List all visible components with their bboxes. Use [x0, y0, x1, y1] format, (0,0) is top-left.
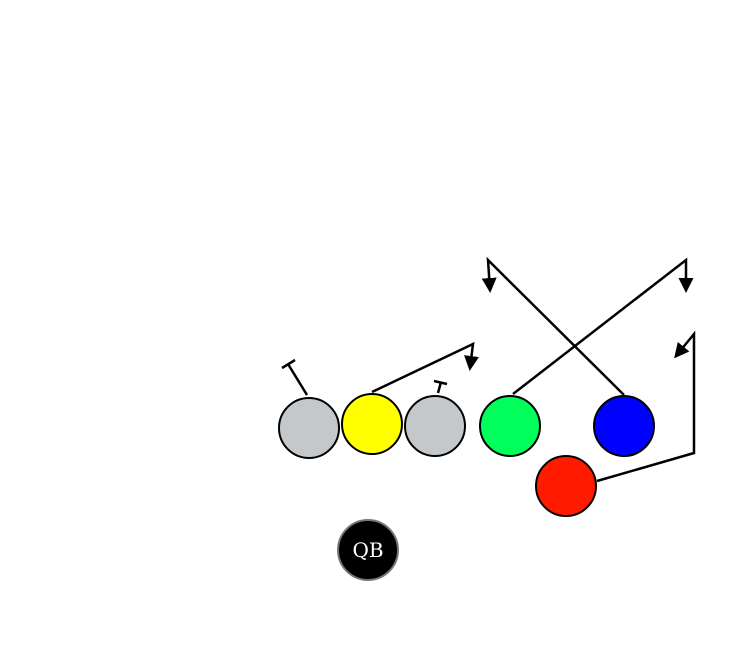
- player-receiver-green[interactable]: [479, 395, 541, 457]
- routes-layer: [371, 256, 696, 483]
- route-blue-arrow: [481, 256, 625, 396]
- player-circle[interactable]: [479, 395, 541, 457]
- blocks-layer: [281, 358, 448, 396]
- block-left-marker: [281, 358, 309, 396]
- block-right-marker: [433, 379, 448, 394]
- player-circle[interactable]: [593, 395, 655, 457]
- player-circle[interactable]: [404, 395, 466, 457]
- player-lineman-right[interactable]: [404, 395, 466, 457]
- player-receiver-red[interactable]: [535, 455, 597, 517]
- player-circle[interactable]: [341, 393, 403, 455]
- player-lineman-left[interactable]: [278, 397, 340, 459]
- player-circle[interactable]: [535, 455, 597, 517]
- player-circle[interactable]: [278, 397, 340, 459]
- route-red-arrow: [596, 330, 696, 483]
- player-quarterback[interactable]: QB: [337, 519, 399, 581]
- route-green-arrow: [512, 257, 694, 395]
- player-label: QB: [352, 538, 383, 562]
- player-receiver-blue[interactable]: [593, 395, 655, 457]
- route-yellow-arrow: [371, 341, 479, 394]
- players-layer: QB: [278, 393, 655, 581]
- player-circle[interactable]: [337, 519, 399, 581]
- player-center-yellow[interactable]: [341, 393, 403, 455]
